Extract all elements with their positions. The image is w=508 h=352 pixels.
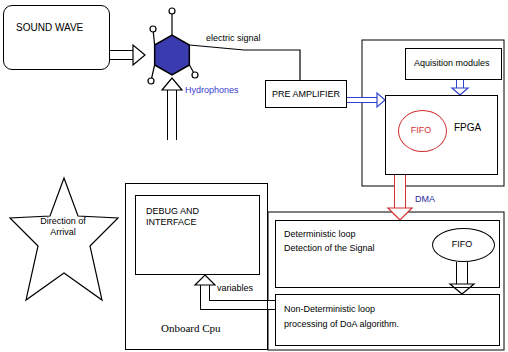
fifo-ellipse: FIFO	[398, 110, 447, 152]
box-label: Hydrophones	[185, 85, 239, 96]
box-label: SOUND WAVE	[16, 22, 83, 34]
hydrophone-array: Hydrophones	[145, 5, 244, 100]
box-label: Detection of the Signal	[284, 243, 375, 254]
connector-arrow	[388, 175, 412, 220]
upward-arrow	[162, 78, 182, 141]
box-label: Onboard Cpu	[161, 322, 221, 335]
edge-label: variables	[216, 283, 254, 294]
box-label: PRE AMPLIFIER	[272, 89, 340, 100]
connector-arrow	[452, 80, 468, 95]
fifo-ellipse: FIFO	[432, 228, 495, 262]
box-label: DEBUG AND INTERFACE	[146, 206, 218, 228]
box-label: Deterministic loop	[284, 229, 356, 240]
process-box: PRE AMPLIFIER	[265, 80, 347, 108]
process-box: Deterministic loopDetection of the Signa…	[275, 220, 500, 288]
edge-label: electric signal	[205, 33, 262, 44]
fpga-region-frame	[362, 40, 504, 186]
box-label: FIFO	[400, 125, 442, 136]
cpu-loop-frame	[268, 212, 504, 350]
box-label: processing of DoA algorithm.	[284, 319, 399, 330]
process-box: Non-Deterministic loop processing of DoA …	[275, 294, 500, 346]
box-label: FPGA	[454, 122, 481, 134]
fpga-box: FPGA FIFO	[385, 95, 498, 175]
process-box: DEBUG AND INTERFACE	[135, 195, 260, 275]
star-label: Direction of Arrival	[38, 216, 88, 238]
source-box: SOUND WAVE	[3, 5, 110, 70]
box-label: Aquisition modules	[414, 58, 490, 69]
connector-arrow	[450, 262, 474, 294]
connector-arrow	[347, 93, 385, 107]
connector-arrow	[110, 45, 145, 65]
process-box: Aquisition modules	[405, 48, 502, 80]
star-outline	[10, 178, 118, 300]
box-label: FIFO	[434, 239, 490, 250]
connector-arrow	[244, 50, 300, 80]
connector-arrow	[195, 275, 275, 305]
edge-label: DMA	[414, 194, 436, 205]
star-shape: Direction of Arrival	[10, 178, 118, 300]
cpu-box: Onboard Cpu DEBUG AND INTERFACE	[125, 183, 268, 350]
box-label: Non-Deterministic loop	[284, 304, 375, 315]
